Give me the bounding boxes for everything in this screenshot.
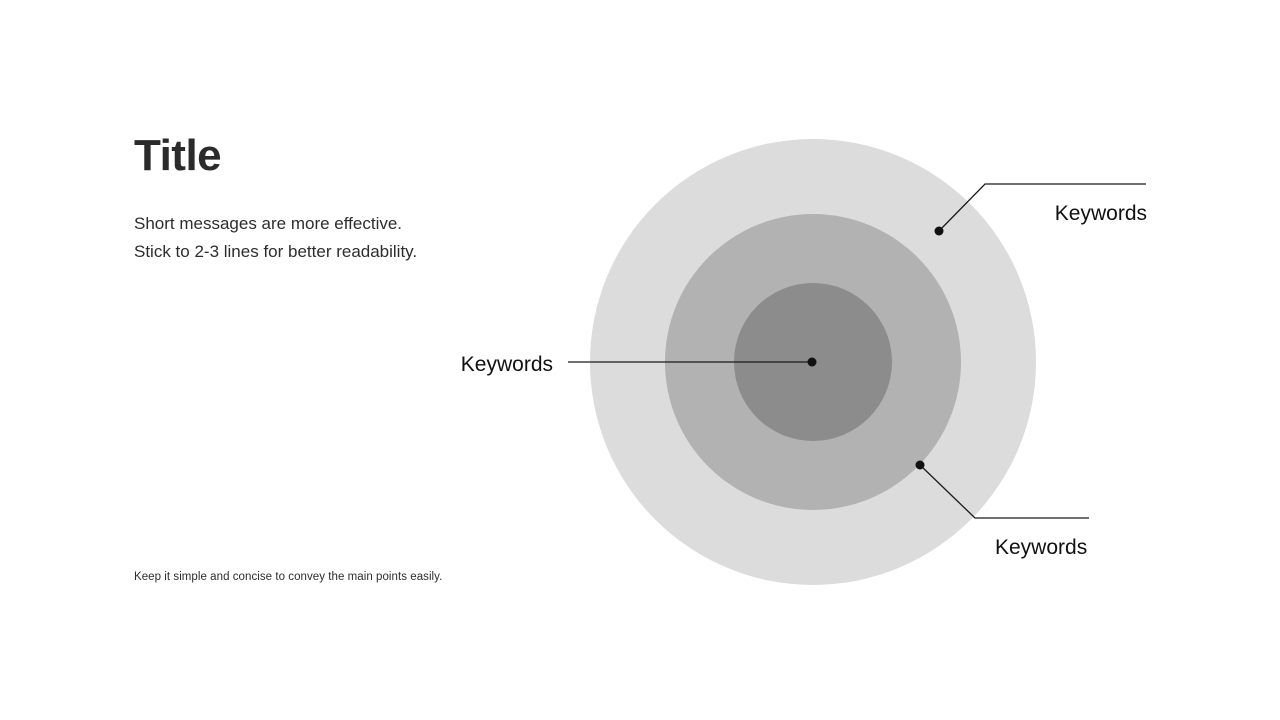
page-title: Title [134,131,222,180]
footnote-text: Keep it simple and concise to convey the… [134,571,443,583]
callout-left[interactable]: Keywords [461,353,817,376]
slide-body-block: Short messages are more effective. Stick… [134,210,564,266]
callout-dot-top-right [934,226,944,236]
body-line-2: Stick to 2-3 lines for better readabilit… [134,242,418,261]
slide-heading-block: Title [134,134,554,178]
callout-label-top-right: Keywords [1055,202,1147,225]
callout-leader-line-top-right [938,183,1146,232]
callout-dot-left [807,357,817,367]
body-line-1: Short messages are more effective. [134,214,403,233]
callout-top-right[interactable]: Keywords [934,183,1148,236]
callout-dot-bottom-right [915,460,925,470]
callout-bottom-right[interactable]: Keywords [915,460,1090,560]
callout-label-left: Keywords [461,353,553,376]
callout-label-bottom-right: Keywords [995,536,1087,559]
callout-leader-line-bottom-right [919,464,1089,519]
